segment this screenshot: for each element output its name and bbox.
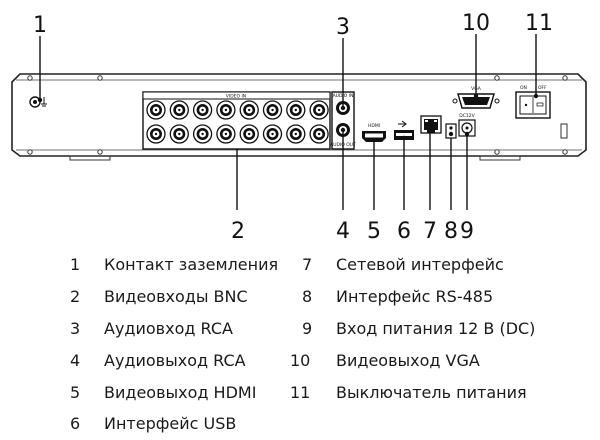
callout-10: 10 [462,11,490,36]
callout-7: 7 [423,219,437,244]
legend-text: Интерфейс USB [104,414,237,433]
callout-3: 3 [336,15,350,40]
bnc-connector [262,124,283,144]
bnc-connector [262,100,283,120]
bnc-connector [192,100,213,120]
legend-text: Выключатель питания [336,383,527,402]
legend-text: Видеовыход VGA [336,351,480,370]
bnc-connector [192,124,213,144]
legend-text: Сетевой интерфейс [336,255,504,274]
switch-on-label: ON [520,85,527,91]
bnc-connector [286,100,306,120]
callout-2: 2 [231,219,245,244]
dc-label: DC12V [459,113,475,119]
legend-num: 9 [302,319,313,338]
usb-port [394,120,414,140]
bnc-connector [146,100,166,120]
legend: 1 Контакт заземления 2 Видеовходы BNC 3 … [0,250,600,440]
legend-text: Видеовыход HDMI [104,383,257,402]
bnc-connector [216,124,236,144]
legend-text: Аудиовход RCA [104,319,233,338]
legend-num: 4 [70,351,81,370]
legend-num: 2 [70,287,81,306]
legend-num: 3 [70,319,81,338]
dc-power-input: DC12V [458,113,476,137]
bnc-connector [286,124,306,144]
legend-text: Контакт заземления [104,255,279,274]
callout-8: 8 [444,219,458,244]
legend-text: Видеовходы BNC [104,287,248,306]
callout-5: 5 [367,219,381,244]
rear-panel-diagram: VIDEO IN AUDIO IN AUDIO OUT HDMI [11,11,587,244]
callout-1: 1 [33,13,47,38]
switch-off-label: OFF [538,85,547,91]
video-in-label: VIDEO IN [226,94,246,100]
callout-4: 4 [336,219,350,244]
bnc-connector [309,100,329,120]
callout-11: 11 [525,11,553,36]
callout-6: 6 [397,219,411,244]
callout-9: 9 [460,219,474,244]
bnc-connector [169,100,189,120]
legend-num: 10 [290,351,311,370]
legend-num: 6 [70,414,81,433]
bnc-connector [239,124,259,144]
hdmi-port: HDMI [362,123,386,142]
legend-num: 7 [302,255,313,274]
power-switch: ON OFF [515,85,551,119]
ethernet-port [420,115,442,134]
leader-dots [37,93,539,143]
legend-text: Интерфейс RS-485 [336,287,494,306]
hdmi-label: HDMI [368,123,380,129]
bnc-video-inputs: VIDEO IN [142,91,331,150]
bnc-connector [216,100,236,120]
leader-lines [39,34,537,210]
legend-text: Аудиовыход RCA [104,351,246,370]
legend-num: 5 [70,383,81,402]
legend-num: 1 [70,255,81,274]
bnc-connector [309,124,329,144]
bnc-connector [146,124,166,144]
legend-num: 11 [290,383,311,402]
legend-text: Вход питания 12 В (DC) [336,319,536,338]
legend-num: 8 [302,287,313,306]
bnc-connector [169,124,189,144]
bnc-connector [239,100,259,120]
